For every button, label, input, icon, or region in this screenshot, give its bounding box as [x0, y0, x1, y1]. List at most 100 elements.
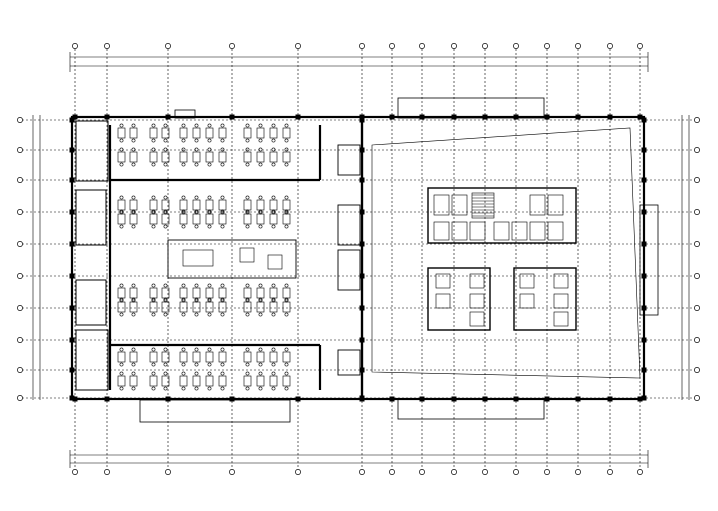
core-cell	[435, 293, 451, 309]
meeting-table	[182, 249, 214, 267]
desk	[129, 287, 138, 299]
chair	[163, 195, 168, 200]
column	[359, 395, 365, 401]
chair	[131, 312, 136, 317]
chair	[163, 312, 168, 317]
chair	[181, 347, 186, 352]
chair	[245, 195, 250, 200]
column	[229, 114, 235, 120]
column	[69, 117, 75, 123]
desk	[149, 301, 158, 313]
desk	[192, 199, 201, 211]
chair	[207, 138, 212, 143]
column	[419, 396, 425, 402]
desk	[149, 151, 158, 163]
desk	[269, 151, 278, 163]
core-cell	[553, 311, 569, 327]
desk	[129, 351, 138, 363]
right-hall-block	[360, 97, 659, 420]
desk	[161, 213, 170, 225]
top-dimension-lines	[69, 52, 649, 72]
chair	[245, 362, 250, 367]
chair	[151, 147, 156, 152]
grid-bubble-left	[17, 337, 23, 343]
chair	[151, 297, 156, 302]
grid-bubble-top	[359, 43, 365, 49]
chair	[207, 386, 212, 391]
column	[544, 396, 550, 402]
column	[637, 396, 643, 402]
chair	[163, 123, 168, 128]
column	[482, 114, 488, 120]
desk	[256, 287, 265, 299]
chair	[131, 123, 136, 128]
desk	[149, 213, 158, 225]
chair	[284, 147, 289, 152]
chair	[131, 386, 136, 391]
chair	[245, 283, 250, 288]
column	[69, 209, 75, 215]
chair	[194, 297, 199, 302]
desk	[192, 375, 201, 387]
chair	[207, 283, 212, 288]
core-cell	[553, 273, 569, 289]
chair	[194, 347, 199, 352]
desk	[218, 127, 227, 139]
chair	[151, 283, 156, 288]
left-dimension-lines	[32, 115, 41, 400]
core-cell	[553, 293, 569, 309]
column	[69, 177, 75, 183]
chair	[284, 195, 289, 200]
grid-bubble-top	[637, 43, 643, 49]
desk	[269, 351, 278, 363]
desk	[129, 213, 138, 225]
desk	[256, 199, 265, 211]
chair	[207, 123, 212, 128]
grid-bubble-top	[229, 43, 235, 49]
chair	[163, 224, 168, 229]
chair	[245, 371, 250, 376]
desk	[243, 287, 252, 299]
desk	[269, 301, 278, 313]
desk	[117, 127, 126, 139]
core-cells	[433, 192, 569, 327]
chair	[119, 312, 124, 317]
chair	[163, 386, 168, 391]
column	[575, 114, 581, 120]
core-cell	[451, 221, 468, 241]
column	[641, 273, 647, 279]
column	[641, 241, 647, 247]
desk	[269, 199, 278, 211]
chair	[194, 209, 199, 214]
desk	[205, 287, 214, 299]
chair	[258, 195, 263, 200]
chair	[181, 123, 186, 128]
column	[72, 396, 78, 402]
meeting-table	[267, 254, 283, 270]
core-cell	[433, 194, 450, 216]
desk	[218, 151, 227, 163]
desk	[205, 127, 214, 139]
column	[295, 114, 301, 120]
desk	[192, 351, 201, 363]
chair	[181, 147, 186, 152]
grid-bubble-left	[17, 273, 23, 279]
desk	[282, 375, 291, 387]
chair	[245, 138, 250, 143]
chair	[163, 283, 168, 288]
column	[544, 114, 550, 120]
chair	[181, 312, 186, 317]
chair	[181, 224, 186, 229]
desk	[282, 199, 291, 211]
chair	[119, 224, 124, 229]
column	[451, 396, 457, 402]
grid-bubble-top	[389, 43, 395, 49]
grid-bubble-top	[451, 43, 457, 49]
chair	[284, 209, 289, 214]
desk	[179, 375, 188, 387]
desk	[117, 301, 126, 313]
chair	[284, 362, 289, 367]
column	[69, 395, 75, 401]
grid-bubble-top	[104, 43, 110, 49]
chair	[151, 224, 156, 229]
